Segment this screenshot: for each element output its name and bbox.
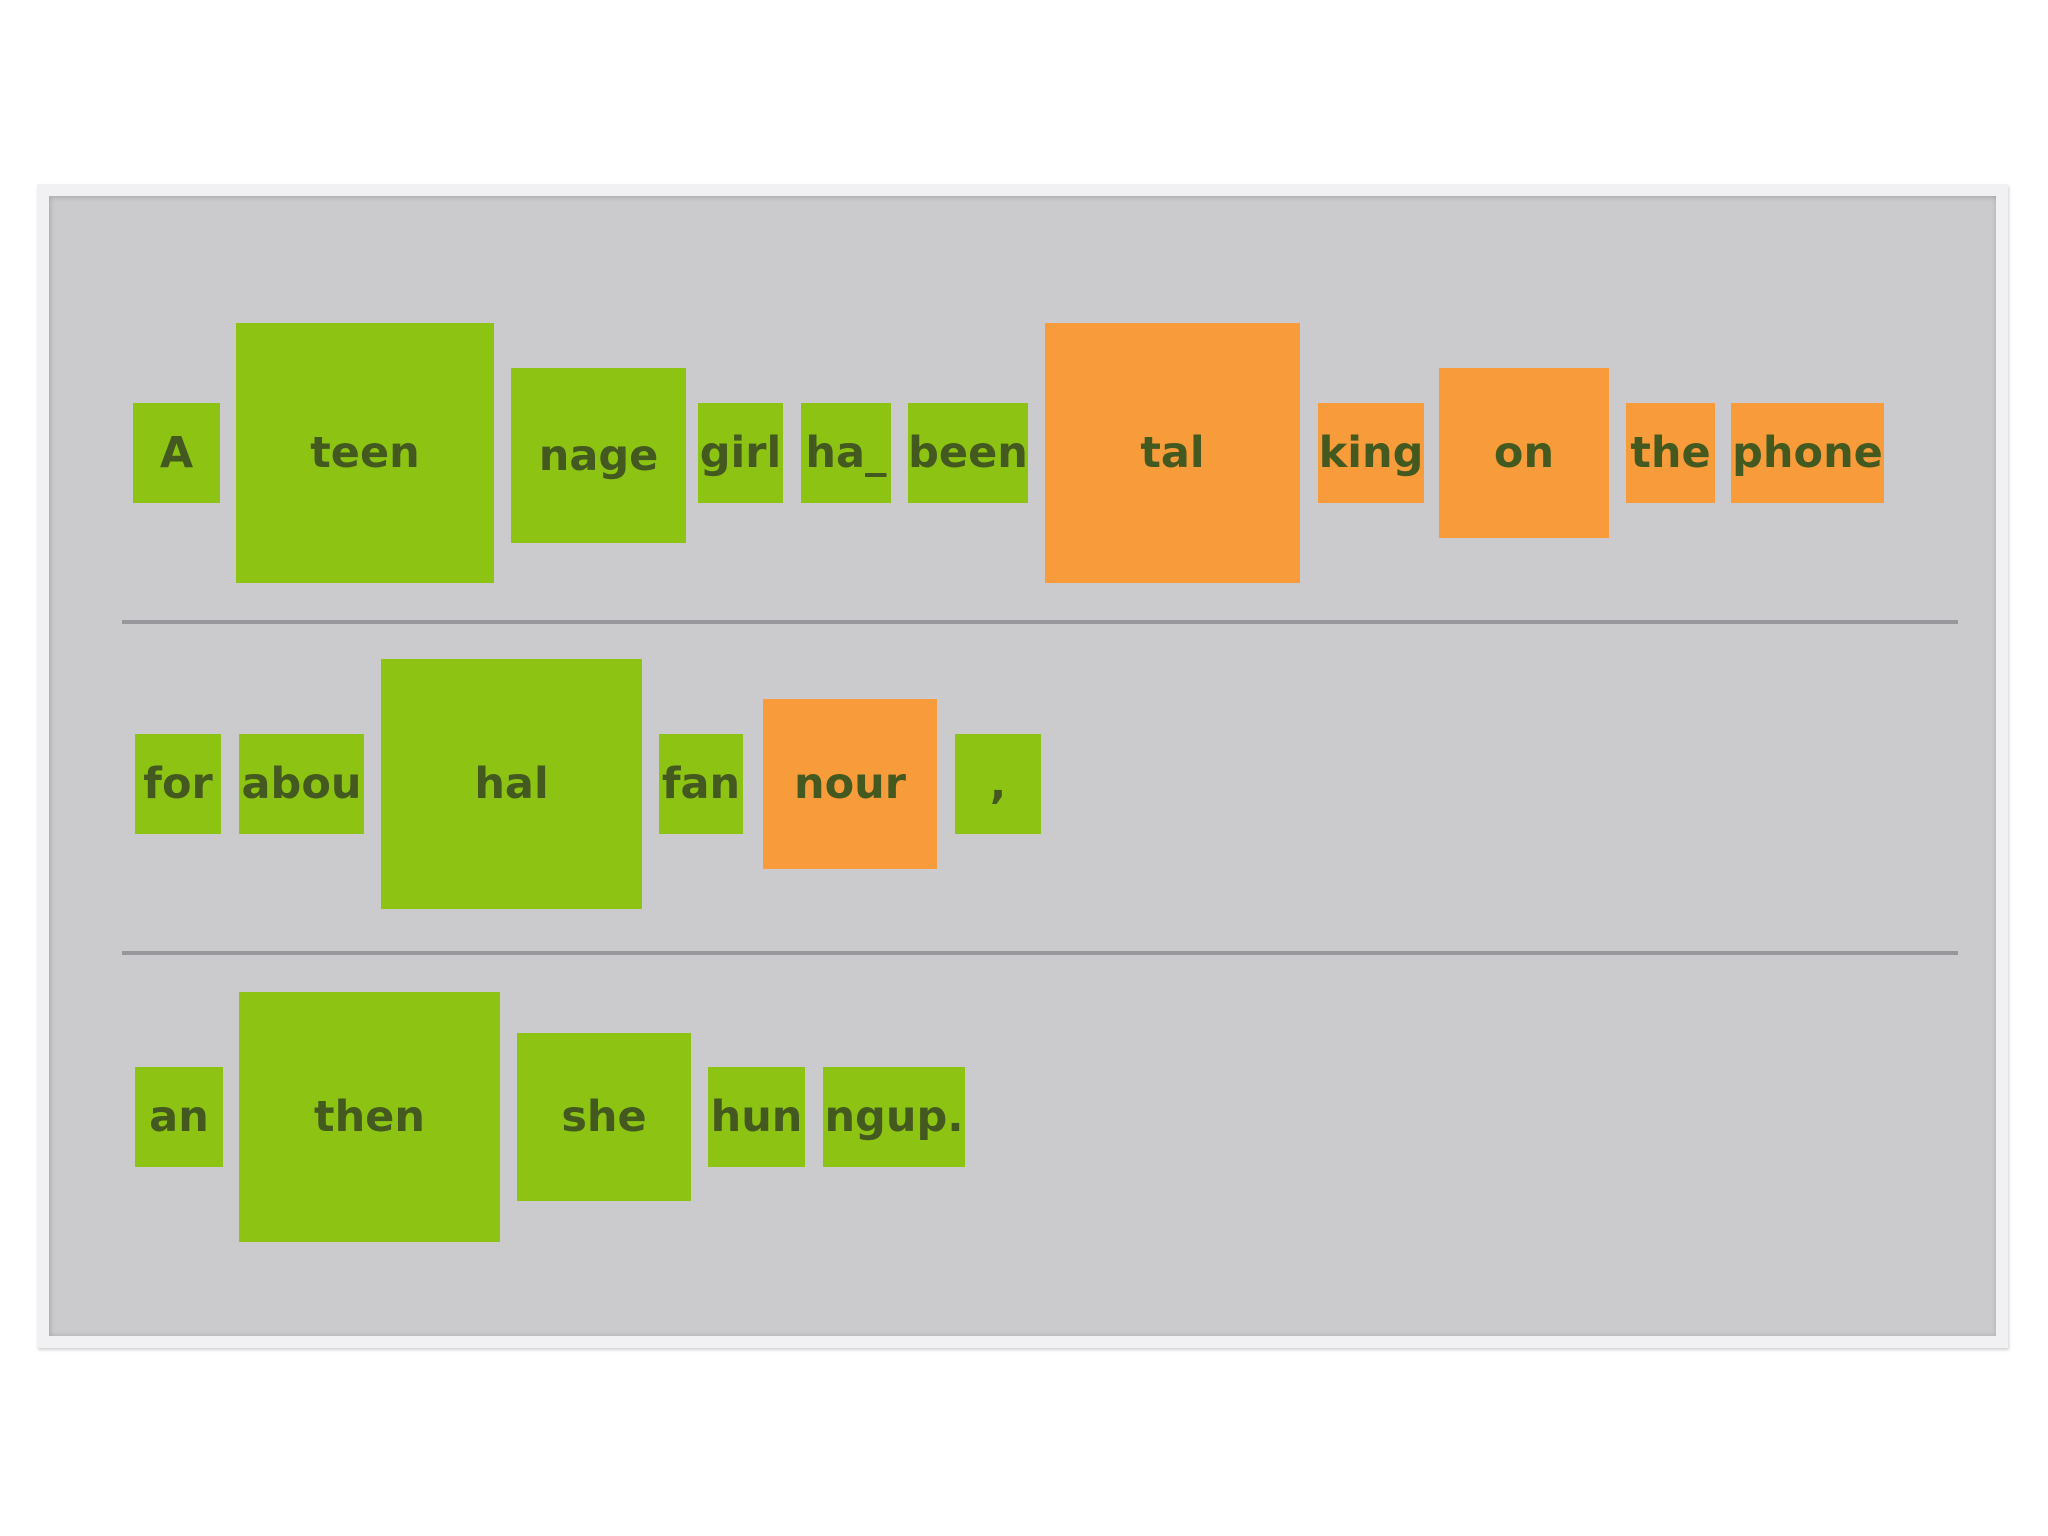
- word-tile[interactable]: for: [135, 734, 221, 834]
- word-tile[interactable]: hal: [381, 659, 642, 909]
- word-tile[interactable]: king: [1318, 403, 1424, 503]
- word-tile[interactable]: been: [908, 403, 1028, 503]
- word-tile[interactable]: an: [135, 1067, 223, 1167]
- row-divider: [122, 620, 1958, 624]
- word-tile[interactable]: nage: [511, 368, 686, 543]
- word-tile[interactable]: she: [517, 1033, 691, 1201]
- word-tile[interactable]: teen: [236, 323, 494, 583]
- word-tile[interactable]: phone: [1731, 403, 1884, 503]
- row-divider: [122, 951, 1958, 955]
- word-tile[interactable]: then: [239, 992, 500, 1242]
- word-tile[interactable]: ha_: [801, 403, 891, 503]
- word-tile[interactable]: abou: [239, 734, 364, 834]
- word-tile[interactable]: ,: [955, 734, 1041, 834]
- word-tile[interactable]: the: [1626, 403, 1715, 503]
- word-tile[interactable]: A: [133, 403, 220, 503]
- word-tile[interactable]: fan: [659, 734, 743, 834]
- word-tile[interactable]: on: [1439, 368, 1609, 538]
- word-tile[interactable]: tal: [1045, 323, 1300, 583]
- word-tile[interactable]: hun: [708, 1067, 805, 1167]
- word-tile[interactable]: girl: [698, 403, 783, 503]
- word-tile[interactable]: nour: [763, 699, 937, 869]
- word-tile[interactable]: ngup.: [823, 1067, 965, 1167]
